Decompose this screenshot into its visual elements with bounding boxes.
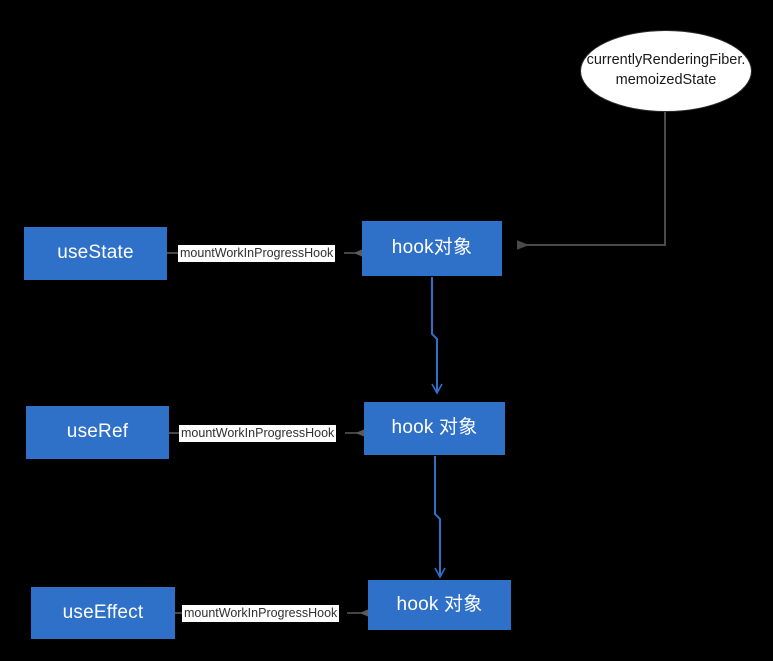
node-hook-object-1-label: hook对象 [391,237,473,259]
node-currently-rendering-fiber-memoized-state[interactable]: currentlyRenderingFiber. memoizedState [580,30,752,112]
edge-label-useref: mountWorkInProgressHook [179,425,337,442]
node-hook-object-2[interactable]: hook 对象 [364,402,505,455]
edge-hook1-to-hook2 [431,277,443,395]
node-hook-object-1[interactable]: hook对象 [362,221,502,276]
edge-label-useeffect: mountWorkInProgressHook [182,605,340,622]
node-hook-object-3-label: hook 对象 [396,593,483,615]
edge-label-useeffect-text: mountWorkInProgressHook [184,606,338,620]
ellipse-line-1: currentlyRenderingFiber. [586,52,746,69]
node-hook-object-2-label: hook 对象 [391,417,478,439]
ellipse-line-2: memoizedState [615,72,717,88]
edge-label-usestate-text: mountWorkInProgressHook [180,246,334,260]
node-useref[interactable]: useRef [26,406,169,459]
edge-label-useref-text: mountWorkInProgressHook [181,426,335,440]
node-usestate-label: useState [57,242,134,264]
ellipse-text: currentlyRenderingFiber. memoizedState [587,51,746,90]
node-hook-object-3[interactable]: hook 对象 [368,580,511,630]
node-useeffect[interactable]: useEffect [31,587,175,639]
edge-hook2-to-hook3 [434,456,446,579]
node-useeffect-label: useEffect [62,601,144,623]
edge-memoizedstate-to-hook1 [517,112,666,250]
edge-label-usestate: mountWorkInProgressHook [178,245,336,262]
node-usestate[interactable]: useState [24,227,167,280]
node-useref-label: useRef [66,421,129,443]
